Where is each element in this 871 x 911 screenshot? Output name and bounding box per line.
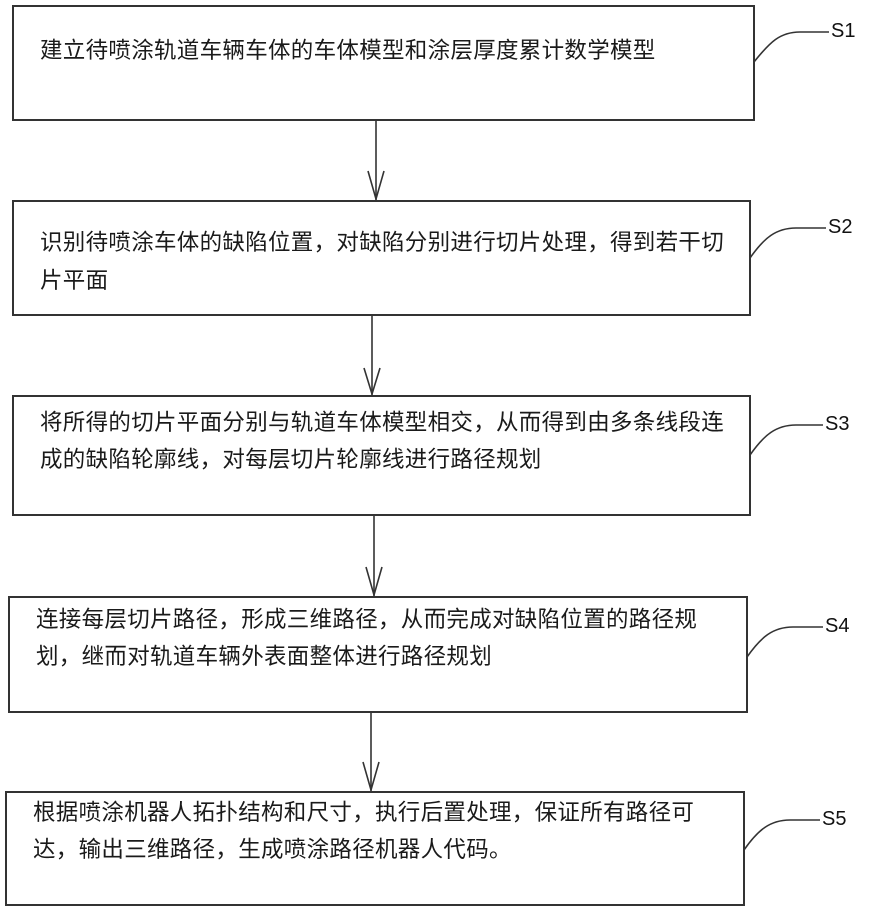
step-box-s1: 建立待喷涂轨道车辆车体的车体模型和涂层厚度累计数学模型 [12,5,755,121]
step-box-s3: 将所得的切片平面分别与轨道车体模型相交，从而得到由多条线段连成的缺陷轮廓线，对每… [12,395,751,516]
step-box-s4: 连接每层切片路径，形成三维路径，从而完成对缺陷位置的路径规划，继而对轨道车辆外表… [8,596,748,713]
step-label-s1: S1 [831,20,856,42]
step-box-s2: 识别待喷涂车体的缺陷位置，对缺陷分别进行切片处理，得到若干切片平面 [12,200,751,316]
arrow-s4-s5 [362,712,380,793]
leader-line-s1 [753,31,829,63]
leader-line-s5 [743,819,820,851]
arrow-s1-s2 [367,120,385,202]
step-text-s3: 将所得的切片平面分别与轨道车体模型相交，从而得到由多条线段连成的缺陷轮廓线，对每… [40,410,725,473]
step-text-s5: 根据喷涂机器人拓扑结构和尺寸，执行后置处理，保证所有路径可达，输出三维路径，生成… [33,800,695,863]
step-text-s1: 建立待喷涂轨道车辆车体的车体模型和涂层厚度累计数学模型 [40,38,656,64]
step-text-s2: 识别待喷涂车体的缺陷位置，对缺陷分别进行切片处理，得到若干切片平面 [40,230,725,294]
step-label-s5: S5 [822,808,847,830]
leader-line-s2 [749,227,826,259]
leader-line-s4 [746,626,823,658]
arrow-s3-s4 [365,515,383,598]
step-label-s3: S3 [825,413,850,435]
step-text-s4: 连接每层切片路径，形成三维路径，从而完成对缺陷位置的路径规划，继而对轨道车辆外表… [36,607,698,670]
step-label-s2: S2 [828,216,853,238]
leader-line-s3 [749,424,823,456]
step-label-s4: S4 [825,615,850,637]
arrow-s2-s3 [363,315,381,397]
step-box-s5: 根据喷涂机器人拓扑结构和尺寸，执行后置处理，保证所有路径可达，输出三维路径，生成… [5,791,745,906]
